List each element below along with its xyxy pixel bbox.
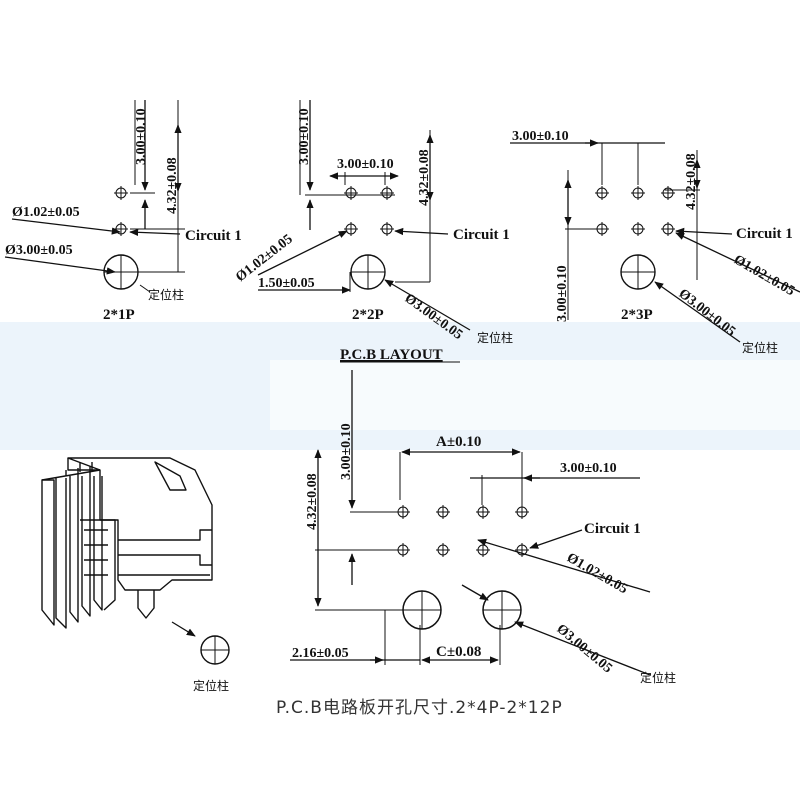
main-title: P.C.B LAYOUT <box>340 347 443 363</box>
peg-label-2x1: 定位柱 <box>148 287 184 302</box>
caption: P.C.B电路板开孔尺寸.2*4P-2*12P <box>276 698 563 718</box>
dim-2x1-hole: Ø1.02±0.05 <box>12 205 80 220</box>
main-dim-hole: Ø1.02±0.05 <box>564 550 630 597</box>
hole-2x2-2 <box>379 185 395 201</box>
hole-2x3-1 <box>594 185 610 201</box>
main-hole-4 <box>514 504 530 520</box>
dim-2x1-height: 4.32±0.08 <box>165 157 180 214</box>
peg-2x3 <box>620 254 656 290</box>
main-dim-pitch-v: 3.00±0.10 <box>339 423 354 480</box>
hole-2x3-5 <box>630 221 646 237</box>
circuit-2x2: Circuit 1 <box>453 227 510 243</box>
main-hole-7 <box>475 542 491 558</box>
dim-2x1-peg: Ø3.00±0.05 <box>5 243 73 258</box>
dim-2x2-pitch-v: 3.00±0.10 <box>297 108 312 165</box>
dim-2x3-hole: Ø1.02±0.05 <box>731 252 797 299</box>
main-circuit: Circuit 1 <box>584 521 641 537</box>
connector-peg-symbol <box>200 635 230 665</box>
background-band-inner <box>270 360 800 430</box>
main-dim-a: A±0.10 <box>436 434 481 450</box>
name-2x3: 2*3P <box>621 307 653 323</box>
main-dim-c: C±0.08 <box>436 644 481 660</box>
main-hole-2 <box>435 504 451 520</box>
dim-2x2-height: 4.32±0.08 <box>417 149 432 206</box>
main-hole-1 <box>395 504 411 520</box>
name-2x2: 2*2P <box>352 307 384 323</box>
hole-2x1-top <box>113 185 129 201</box>
hole-2x3-3 <box>660 185 676 201</box>
hole-2x3-2 <box>630 185 646 201</box>
hole-2x2-1 <box>343 185 359 201</box>
circuit-2x1: Circuit 1 <box>185 228 242 244</box>
main-dim-left: 2.16±0.05 <box>292 646 349 661</box>
hole-2x1-bottom <box>113 221 129 237</box>
connector-side-view <box>41 457 213 629</box>
main-dim-peg: Ø3.00±0.05 <box>553 622 614 677</box>
connector-peg-arrow <box>171 621 196 637</box>
main-peg-right <box>482 590 522 630</box>
hole-2x3-4 <box>594 221 610 237</box>
layout-2x2p: 3.00±0.10 3.00±0.10 4.32±0.08 Circuit 1 … <box>233 100 513 345</box>
main-hole-3 <box>475 504 491 520</box>
main-dim-pitch-h: 3.00±0.10 <box>560 461 617 476</box>
dim-2x3-side: 3.00±0.10 <box>555 265 570 322</box>
dim-2x2-offset: 1.50±0.05 <box>258 276 315 291</box>
circuit-2x3: Circuit 1 <box>736 226 793 242</box>
dim-2x3-pitch-h: 3.00±0.10 <box>512 129 569 144</box>
hole-2x2-4 <box>379 221 395 237</box>
peg-2x1 <box>103 254 139 290</box>
connector-peg-label: 定位柱 <box>193 678 229 693</box>
name-2x1: 2*1P <box>103 307 135 323</box>
main-hole-5 <box>395 542 411 558</box>
hole-2x3-6 <box>660 221 676 237</box>
hole-2x2-3 <box>343 221 359 237</box>
dim-2x2-pitch-h: 3.00±0.10 <box>337 157 394 172</box>
main-peg-left <box>402 590 442 630</box>
dim-2x1-pitch-v: 3.00±0.10 <box>134 108 149 165</box>
main-dim-height: 4.32±0.08 <box>305 473 320 530</box>
dim-2x3-height: 4.32±0.08 <box>684 153 699 210</box>
layout-2x3p: 3.00±0.10 4.32±0.08 3.00±0.10 Circuit 1 … <box>510 129 800 355</box>
main-hole-6 <box>435 542 451 558</box>
peg-label-2x2: 定位柱 <box>477 330 513 345</box>
peg-label-2x3: 定位柱 <box>742 340 778 355</box>
layout-2x1p: 3.00±0.10 4.32±0.08 Ø1.02±0.05 Circuit 1… <box>4 100 242 323</box>
peg-2x2 <box>350 254 386 290</box>
main-peg-label: 定位柱 <box>640 670 676 685</box>
